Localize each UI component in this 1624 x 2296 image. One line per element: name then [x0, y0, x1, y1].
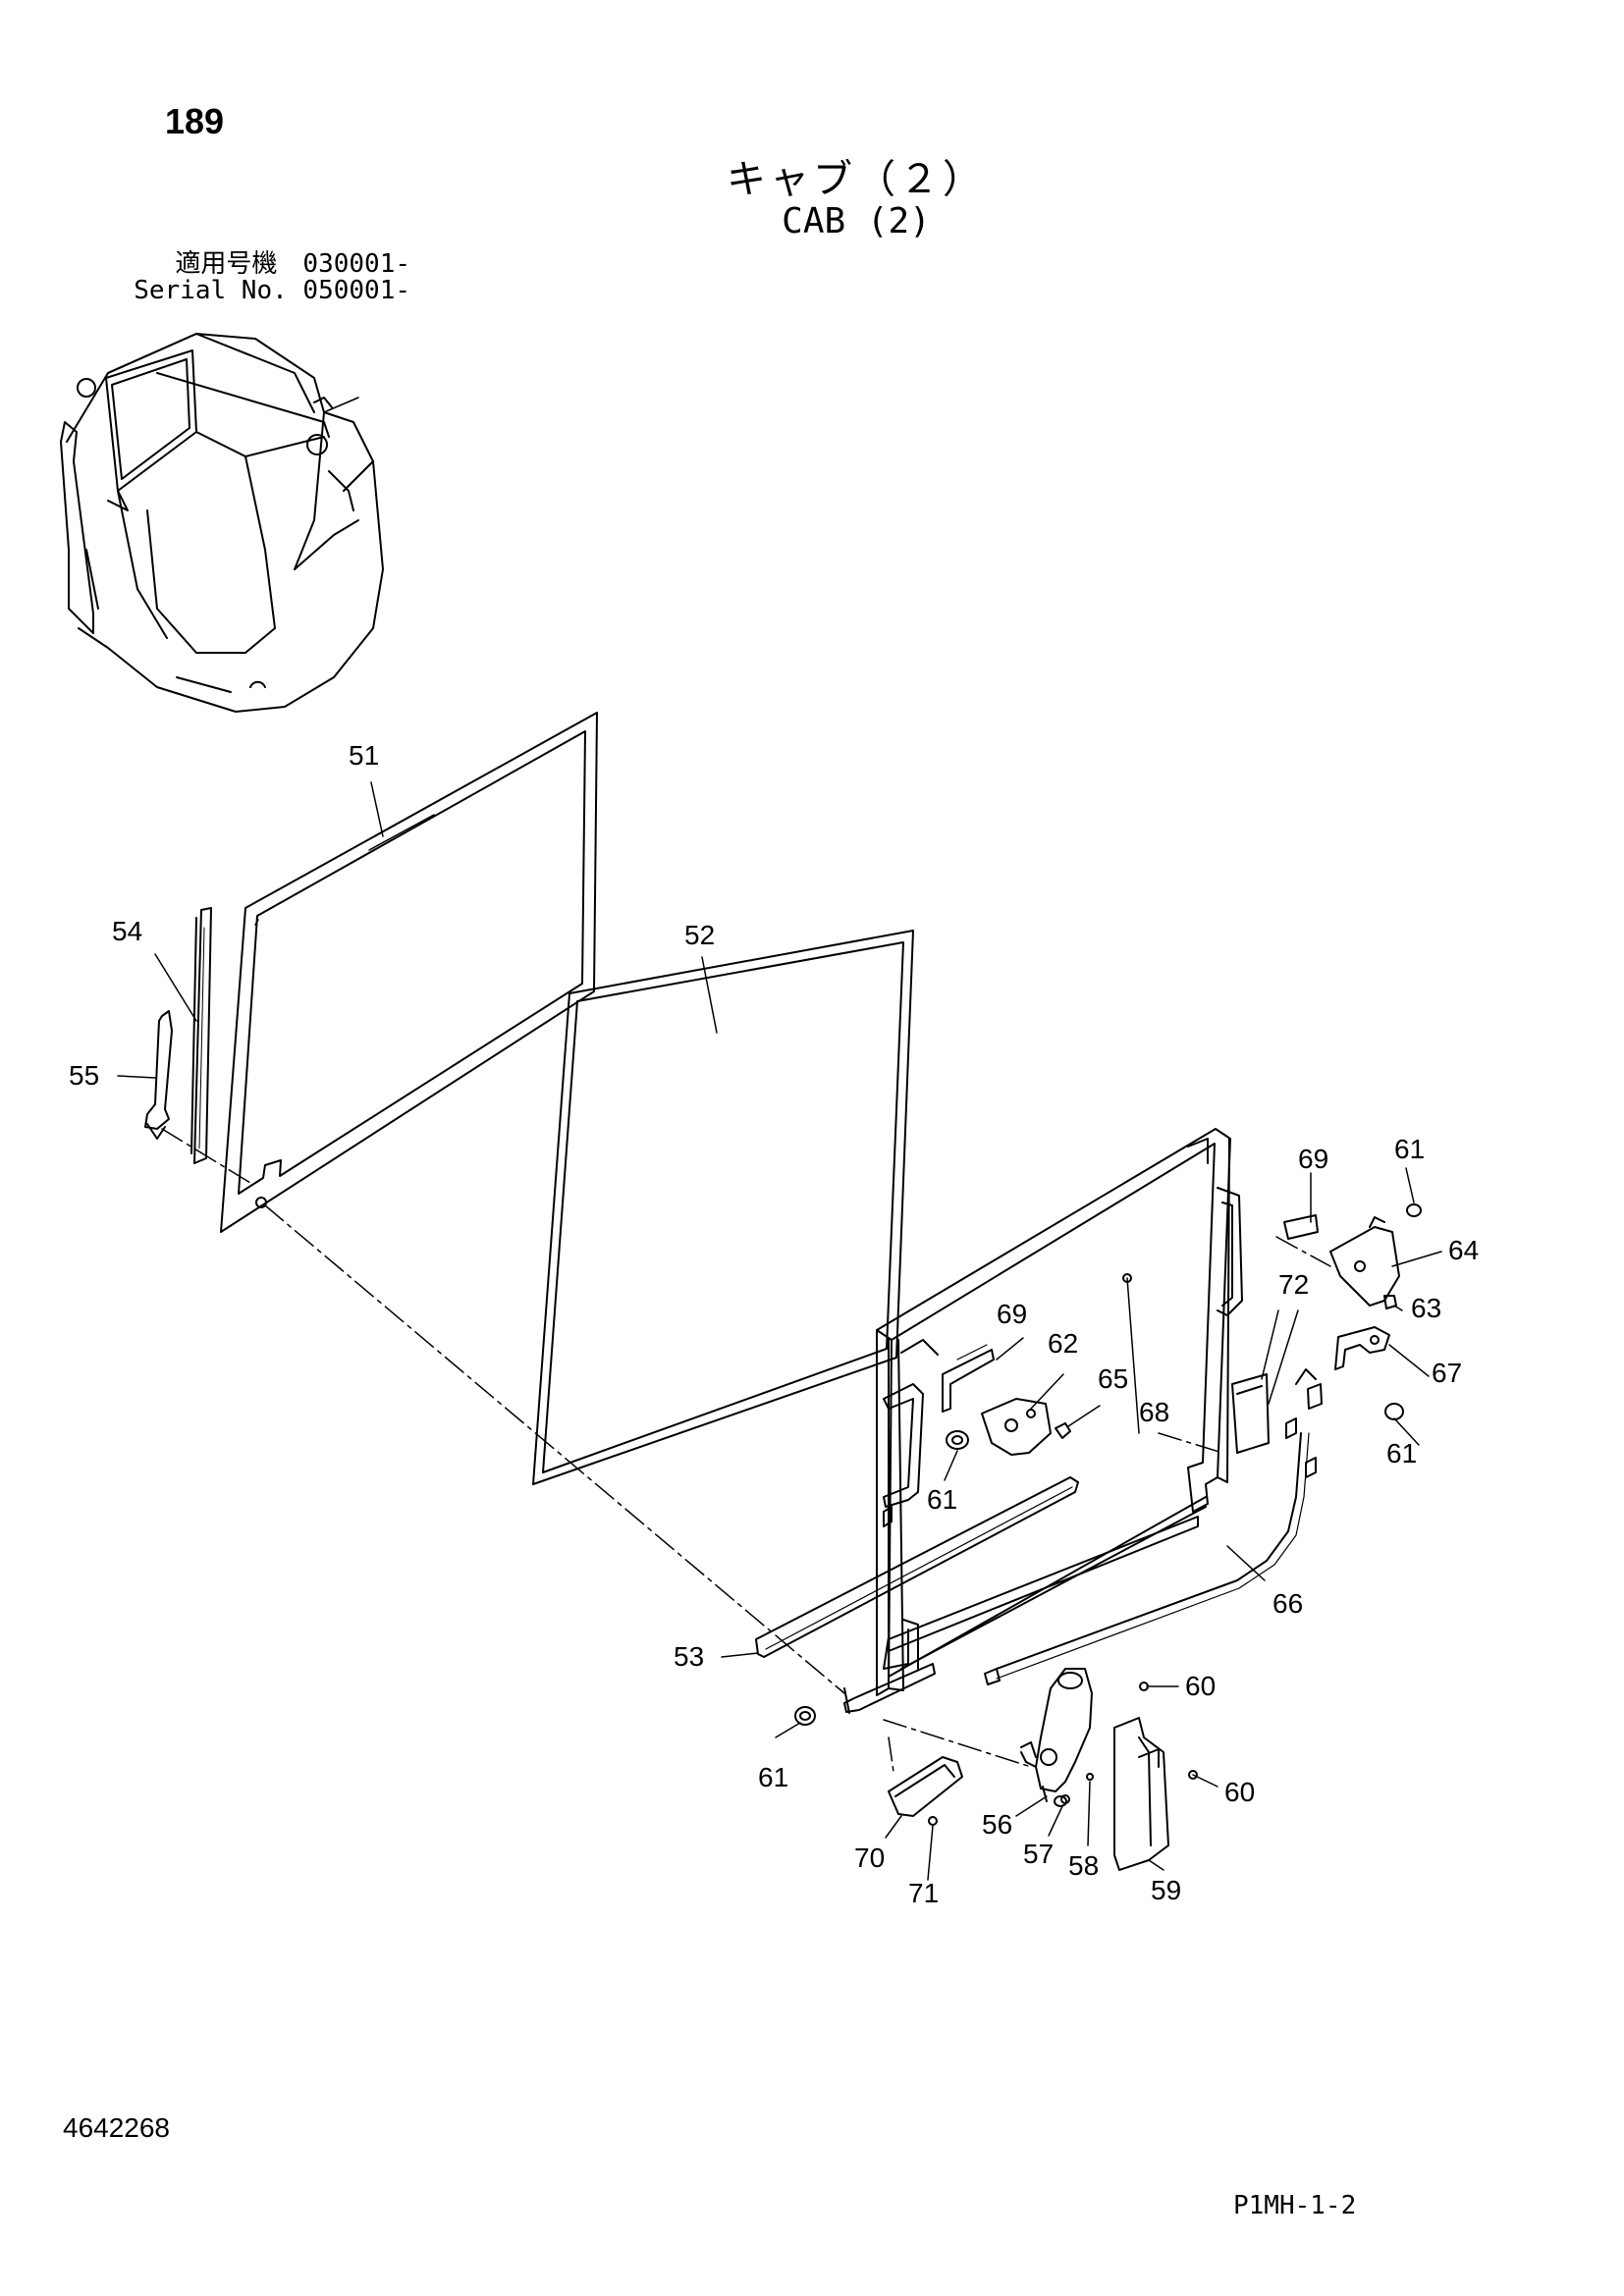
actuator-part-56 [1020, 1668, 1093, 1807]
leader-lines [117, 781, 1442, 1881]
callout-56: 56 [982, 1809, 1012, 1840]
callout-54: 54 [112, 916, 142, 946]
callout-68: 68 [1139, 1397, 1169, 1427]
page-title-english: CAB (2) [782, 201, 931, 241]
callout-60b: 60 [1224, 1777, 1255, 1807]
callout-69a: 69 [1298, 1144, 1328, 1174]
page-number: 189 [165, 101, 225, 141]
callout-61b: 61 [1386, 1438, 1417, 1468]
callout-61d: 61 [758, 1762, 788, 1792]
callout-58: 58 [1068, 1850, 1099, 1881]
callout-65: 65 [1098, 1363, 1128, 1394]
document-number: 4642268 [63, 2112, 171, 2143]
callout-59: 59 [1151, 1875, 1181, 1905]
callout-67: 67 [1432, 1358, 1462, 1388]
glass-seal-part-52 [532, 930, 914, 1485]
applicability-japanese: 適用号機 030001- [175, 249, 410, 279]
callout-51: 51 [349, 740, 379, 771]
callout-64: 64 [1448, 1235, 1479, 1265]
callout-69b: 69 [997, 1299, 1027, 1329]
callout-71: 71 [908, 1878, 939, 1908]
callout-63: 63 [1411, 1293, 1441, 1323]
latch-part-62 [942, 1344, 1071, 1456]
fasteners [794, 1273, 1404, 1826]
cab-overview-illustration [60, 333, 384, 713]
striker-plate-part-64 [1283, 1203, 1422, 1309]
callout-55: 55 [69, 1060, 99, 1091]
callout-52: 52 [684, 920, 715, 950]
callout-70: 70 [854, 1842, 885, 1873]
cover-part-59 [1113, 1717, 1169, 1871]
cable-part-66 [984, 1368, 1323, 1685]
callout-62: 62 [1048, 1328, 1078, 1359]
page-code: P1MH-1-2 [1233, 2191, 1357, 2220]
applicability-english: Serial No. 050001- [134, 276, 410, 305]
callout-53: 53 [674, 1641, 704, 1672]
callout-66: 66 [1272, 1588, 1303, 1619]
door-frame-assembly [755, 1128, 1270, 1714]
front-glass-part-51 [220, 712, 598, 1233]
callout-60a: 60 [1185, 1671, 1216, 1701]
callout-61c: 61 [927, 1484, 957, 1515]
grab-handle-part-70 [888, 1756, 963, 1817]
callout-72: 72 [1278, 1269, 1309, 1300]
alignment-lines [161, 1128, 1331, 1773]
callout-61a: 61 [1394, 1134, 1425, 1164]
wiper-blade-part-54 [190, 907, 212, 1164]
wiper-arm-part-55 [144, 1010, 173, 1140]
page-title-japanese: キャブ（２） [727, 157, 986, 202]
callout-57: 57 [1023, 1839, 1054, 1869]
stay-part-67 [1334, 1326, 1390, 1370]
